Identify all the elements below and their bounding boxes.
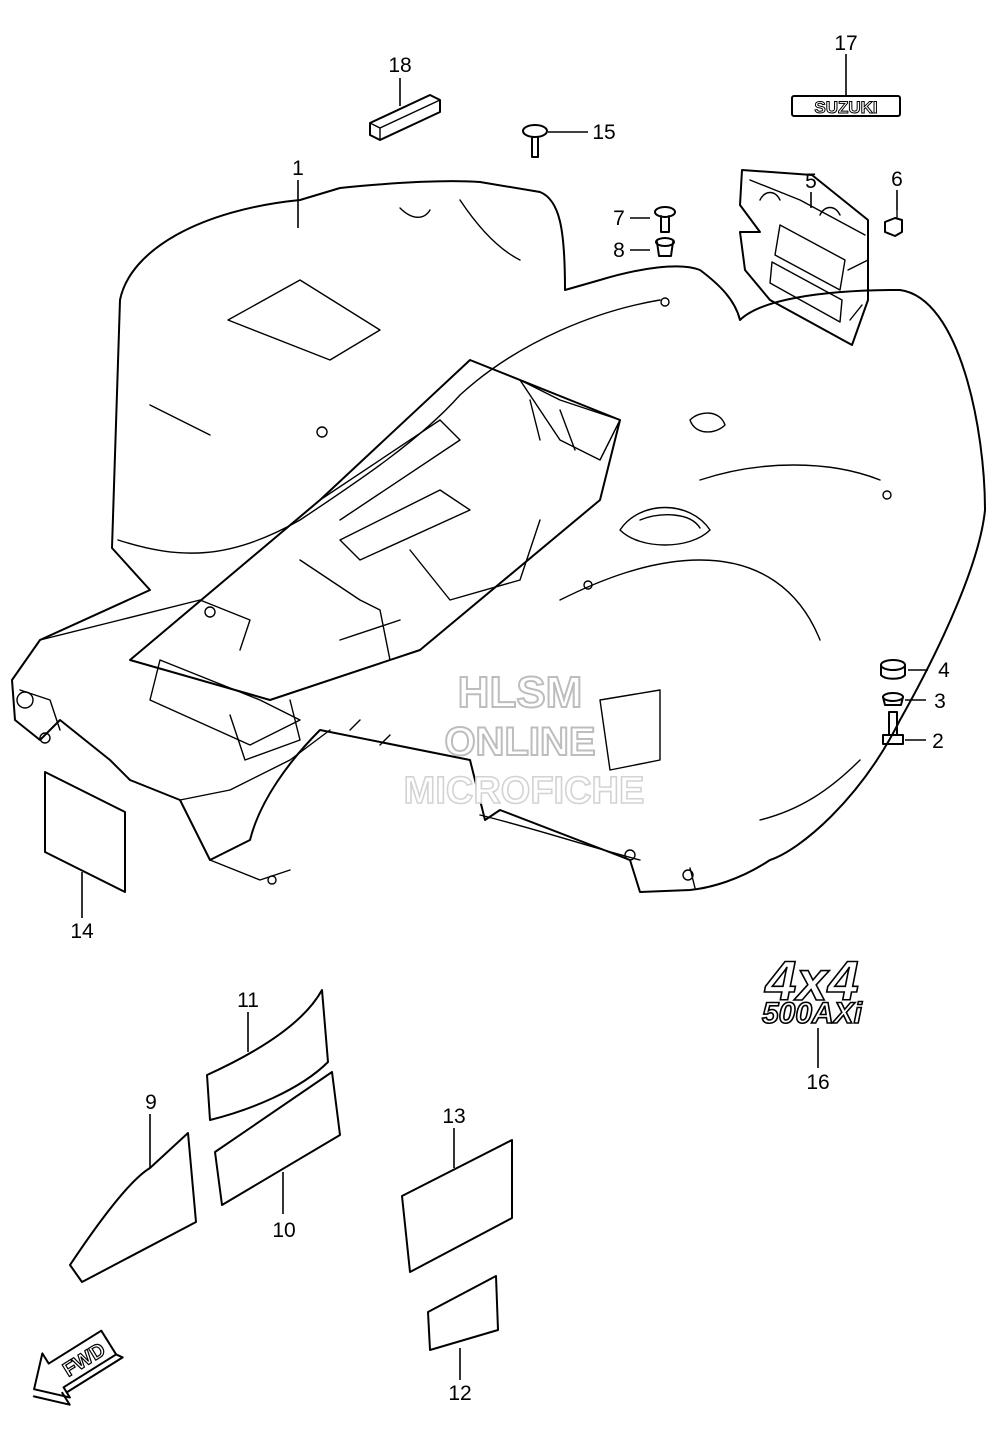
suzuki-emblem-text: SUZUKI (814, 98, 877, 117)
decal-14[interactable] (44, 771, 126, 893)
bolt[interactable] (522, 124, 548, 158)
leader-lines (81, 54, 928, 1380)
collar[interactable] (655, 237, 675, 257)
part-label-5: 5 (805, 170, 817, 193)
suzuki-emblem[interactable]: SUZUKI (791, 95, 901, 118)
foam-pad[interactable] (369, 94, 441, 141)
part-label-4: 4 (938, 659, 950, 682)
part-label-7: 7 (613, 207, 625, 230)
part-label-14: 14 (70, 920, 94, 943)
part-label-17: 17 (834, 32, 857, 55)
watermark-line2: ONLINE (444, 720, 595, 764)
washer[interactable] (882, 692, 904, 706)
fwd-arrow-icon: FWD (32, 1329, 124, 1406)
decal-9[interactable] (69, 1132, 197, 1283)
grommet[interactable] (880, 659, 906, 680)
rear-fender[interactable] (11, 180, 986, 893)
screw[interactable] (654, 206, 676, 233)
part-label-16: 16 (806, 1071, 829, 1094)
model-decal-line1: 4x4 (764, 949, 858, 1012)
watermark: HLSM ONLINE MICROFICHE (403, 667, 645, 813)
model-decal-line2: 500AXi (762, 997, 863, 1030)
part-label-1: 1 (292, 157, 304, 180)
decal-11[interactable] (206, 989, 329, 1121)
part-label-10: 10 (272, 1219, 295, 1242)
watermark-line1: HLSM (458, 668, 583, 717)
part-label-6: 6 (891, 168, 903, 191)
watermark-line3: MICROFICHE (404, 770, 645, 812)
part-label-11: 11 (237, 989, 259, 1012)
part-labels: 1 2 3 4 5 6 7 8 9 10 11 12 13 14 15 16 1… (70, 32, 950, 1405)
part-label-18: 18 (388, 54, 411, 77)
part-label-9: 9 (145, 1091, 157, 1114)
part-label-12: 12 (448, 1382, 471, 1405)
decal-10[interactable] (214, 1071, 341, 1206)
bracket[interactable] (739, 169, 869, 346)
part-label-15: 15 (592, 121, 615, 144)
part-label-8: 8 (613, 239, 625, 262)
decal-12[interactable] (427, 1275, 499, 1351)
rivet[interactable] (884, 209, 903, 237)
decal-13[interactable] (401, 1139, 513, 1273)
part-label-2: 2 (932, 730, 944, 753)
mounting-bolt[interactable] (882, 711, 904, 745)
model-decal[interactable]: 4x4 500AXi (761, 948, 863, 1031)
part-label-3: 3 (934, 690, 946, 713)
part-label-13: 13 (442, 1105, 465, 1128)
